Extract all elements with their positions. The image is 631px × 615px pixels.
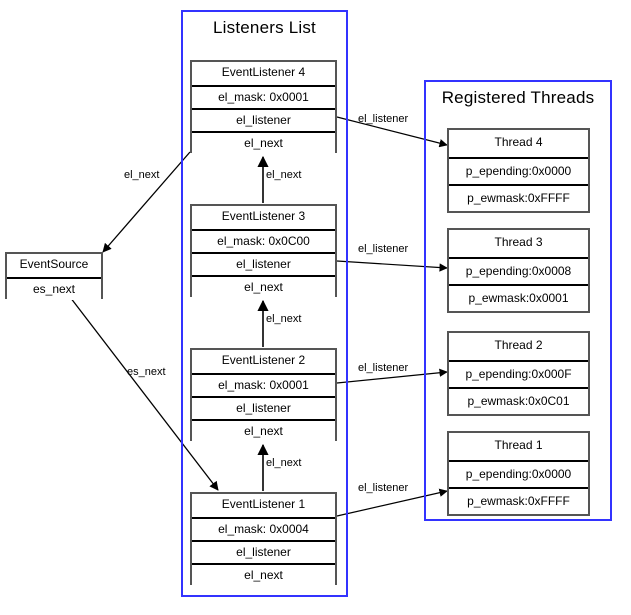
listener1-field-el-listener: el_listener bbox=[192, 540, 335, 563]
edge-listener4-to-eventsource bbox=[102, 151, 191, 253]
struct-event-source[interactable]: EventSource es_next bbox=[5, 252, 103, 300]
listener3-field-el-mask: el_mask: 0x0C00 bbox=[192, 229, 335, 252]
listener2-title: EventListener 2 bbox=[192, 350, 335, 373]
listener4-field-el-listener: el_listener bbox=[192, 108, 335, 131]
group-listeners-list bbox=[181, 10, 348, 597]
listener3-field-el-next: el_next bbox=[192, 275, 335, 298]
edge-label-listener1-el-listener: el_listener bbox=[358, 482, 409, 494]
edge-label-listener2-el-listener: el_listener bbox=[358, 362, 409, 374]
edge-label-listener3-el-listener: el_listener bbox=[358, 243, 409, 255]
thread4-field-p-ewmask: p_ewmask:0xFFFF bbox=[449, 184, 588, 211]
listener2-field-el-listener: el_listener bbox=[192, 396, 335, 419]
group-registered-threads bbox=[424, 80, 612, 521]
listener4-title: EventListener 4 bbox=[192, 62, 335, 85]
thread3-title: Thread 3 bbox=[449, 230, 588, 257]
event-source-field-es-next: es_next bbox=[7, 277, 101, 300]
thread1-field-p-ewmask: p_ewmask:0xFFFF bbox=[449, 487, 588, 514]
listener3-field-el-listener: el_listener bbox=[192, 252, 335, 275]
edge-label-listener4-el-next: el_next bbox=[124, 169, 160, 181]
thread2-title: Thread 2 bbox=[449, 333, 588, 360]
struct-thread-2[interactable]: Thread 2 p_epending:0x000F p_ewmask:0x0C… bbox=[447, 331, 590, 416]
struct-event-listener-4[interactable]: EventListener 4 el_mask: 0x0001 el_liste… bbox=[190, 60, 337, 154]
thread4-title: Thread 4 bbox=[449, 130, 588, 157]
thread4-field-p-epending: p_epending:0x0000 bbox=[449, 157, 588, 184]
thread2-field-p-epending: p_epending:0x000F bbox=[449, 360, 588, 387]
struct-event-listener-2[interactable]: EventListener 2 el_mask: 0x0001 el_liste… bbox=[190, 348, 337, 442]
struct-thread-1[interactable]: Thread 1 p_epending:0x0000 p_ewmask:0xFF… bbox=[447, 431, 590, 516]
thread3-field-p-epending: p_epending:0x0008 bbox=[449, 257, 588, 284]
event-source-title: EventSource bbox=[7, 254, 101, 277]
listener4-field-el-mask: el_mask: 0x0001 bbox=[192, 85, 335, 108]
listener3-title: EventListener 3 bbox=[192, 206, 335, 229]
edge-label-listener3-el-next: el_next bbox=[266, 169, 302, 181]
group-listeners-list-title: Listeners List bbox=[213, 18, 316, 37]
thread3-field-p-ewmask: p_ewmask:0x0001 bbox=[449, 284, 588, 311]
thread1-field-p-epending: p_epending:0x0000 bbox=[449, 460, 588, 487]
thread1-title: Thread 1 bbox=[449, 433, 588, 460]
listener2-field-el-mask: el_mask: 0x0001 bbox=[192, 373, 335, 396]
edge-label-eventsource-es-next: es_next bbox=[127, 366, 166, 378]
listener4-field-el-next: el_next bbox=[192, 131, 335, 154]
struct-event-listener-1[interactable]: EventListener 1 el_mask: 0x0004 el_liste… bbox=[190, 492, 337, 586]
edge-label-listener1-el-next: el_next bbox=[266, 457, 302, 469]
struct-thread-4[interactable]: Thread 4 p_epending:0x0000 p_ewmask:0xFF… bbox=[447, 128, 590, 213]
listener1-field-el-mask: el_mask: 0x0004 bbox=[192, 517, 335, 540]
struct-thread-3[interactable]: Thread 3 p_epending:0x0008 p_ewmask:0x00… bbox=[447, 228, 590, 313]
thread2-field-p-ewmask: p_ewmask:0x0C01 bbox=[449, 387, 588, 414]
struct-event-listener-3[interactable]: EventListener 3 el_mask: 0x0C00 el_liste… bbox=[190, 204, 337, 298]
listener2-field-el-next: el_next bbox=[192, 419, 335, 442]
group-registered-threads-title: Registered Threads bbox=[441, 88, 595, 107]
listener1-field-el-next: el_next bbox=[192, 563, 335, 586]
edge-label-listener4-el-listener: el_listener bbox=[358, 113, 409, 125]
edge-label-listener2-el-next: el_next bbox=[266, 313, 302, 325]
listener1-title: EventListener 1 bbox=[192, 494, 335, 517]
